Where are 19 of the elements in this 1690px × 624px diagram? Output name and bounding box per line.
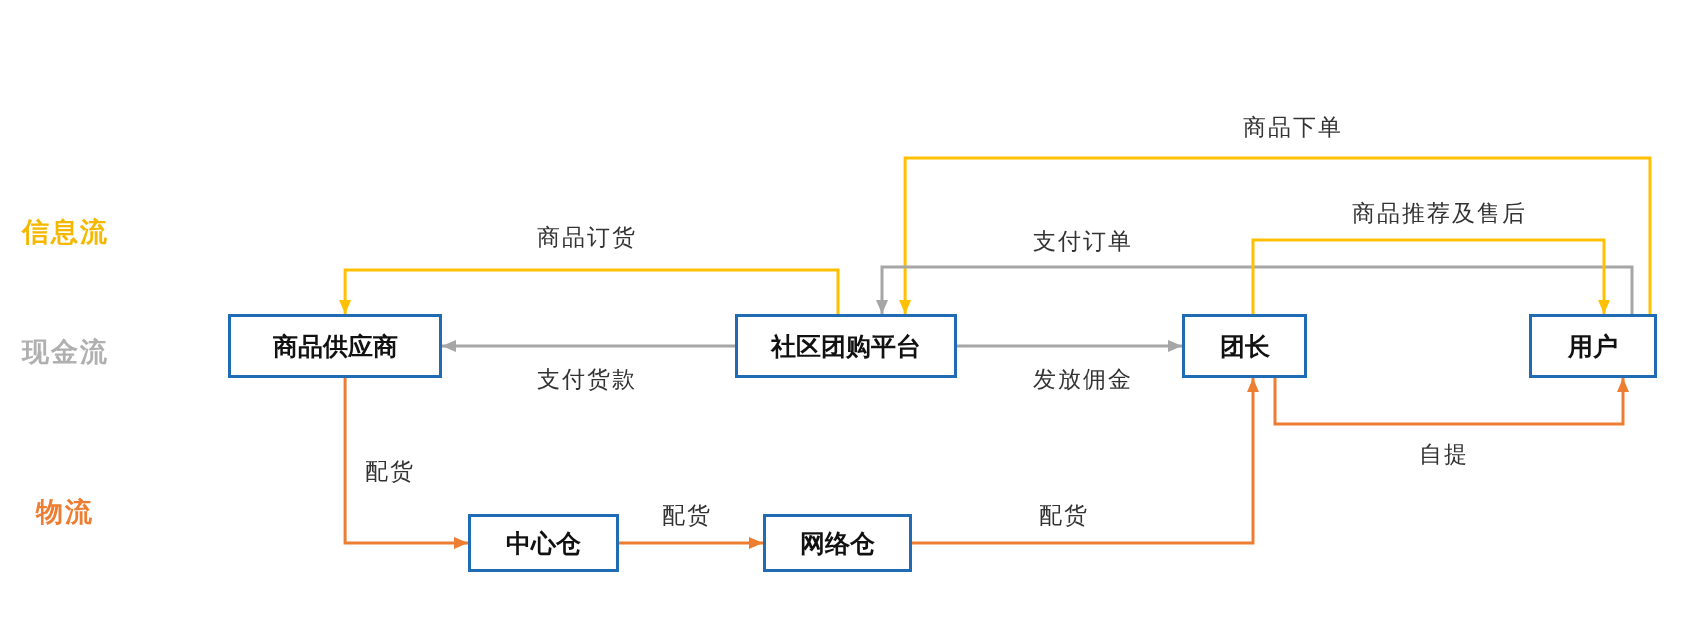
row-label: 信息流 [21,216,109,248]
arrow [619,537,763,549]
arrow [876,265,1634,314]
arrow [957,340,1182,352]
arrow [1251,238,1610,314]
arrow [343,378,468,549]
process-box: 团长 [1182,314,1307,378]
row-label: 现金流 [21,336,109,368]
row-label: 物流 [36,496,94,528]
process-box: 商品供应商 [228,314,442,378]
arrow [912,378,1259,545]
process-box: 用户 [1529,314,1657,378]
arrow [442,340,735,352]
arrow [339,268,840,314]
arrow [1273,378,1629,426]
process-box: 网络仓 [763,514,912,572]
arrow [899,156,1652,314]
process-box: 社区团购平台 [735,314,957,378]
process-box: 中心仓 [468,514,619,572]
